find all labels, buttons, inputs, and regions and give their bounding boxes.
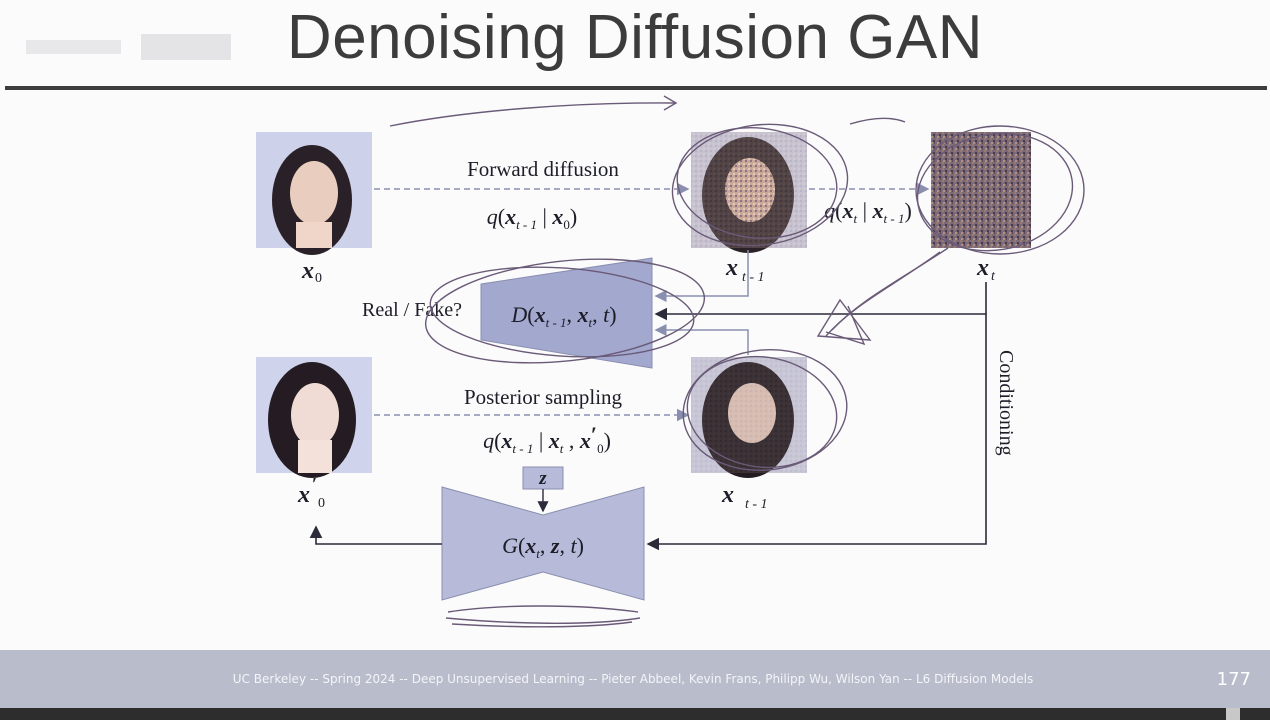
- forward-diffusion-label: Forward diffusion: [467, 157, 619, 181]
- page-title: Denoising Diffusion GAN: [286, 3, 984, 72]
- xt-minus-1-prime-label: x: [721, 482, 734, 508]
- generator-output-arrow: [309, 525, 442, 545]
- forward-q-formula-2: q(xt | xt - 1): [824, 198, 912, 226]
- image-x0: [256, 132, 372, 255]
- forward-q-formula: q(xt - 1 | x0): [487, 204, 578, 232]
- footer-text: UC Berkeley -- Spring 2024 -- Deep Unsup…: [232, 672, 1034, 686]
- x0-prime-label: x: [297, 482, 310, 508]
- xt-minus-1-label: x: [725, 255, 738, 281]
- conditioning-label: Conditioning: [995, 350, 1017, 456]
- diffusion-gan-diagram: x 0 x t - 1 x t x ′ 0: [256, 95, 1085, 628]
- pen-annotations: [389, 95, 1085, 628]
- generator-block: [441, 486, 645, 601]
- conditioning-arrow: [646, 314, 987, 551]
- z-label: z: [538, 468, 547, 489]
- generator-label: G(xt, z, t): [502, 533, 584, 561]
- discriminator-label: D(xt - 1, xt, t): [510, 302, 616, 330]
- footer: UC Berkeley -- Spring 2024 -- Deep Unsup…: [0, 650, 1270, 708]
- image-x0-prime: [256, 357, 372, 478]
- discriminator-block: [480, 257, 653, 369]
- image-xt-minus-1: [691, 132, 807, 253]
- real-fake-label: Real / Fake?: [362, 299, 462, 321]
- posterior-q-formula: q(xt - 1 | xt , x′0): [483, 422, 611, 456]
- svg-text:t - 1: t - 1: [745, 497, 768, 512]
- svg-text:t - 1: t - 1: [742, 270, 765, 285]
- slide-number: 177: [1216, 669, 1251, 690]
- xt-label: x: [976, 255, 989, 281]
- logo: [26, 34, 231, 60]
- xt-to-disc-arrow: [654, 282, 987, 321]
- image-xt-minus-1-prime: [691, 357, 807, 478]
- posterior-sampling-label: Posterior sampling: [464, 385, 623, 409]
- scroll-knob[interactable]: [1226, 708, 1240, 720]
- x0-subscript: 0: [315, 271, 322, 286]
- title-divider: [5, 86, 1267, 90]
- disc-input-top: [654, 250, 749, 302]
- image-xt: [931, 132, 1031, 248]
- svg-text:t: t: [991, 269, 996, 284]
- bottom-bar: [0, 708, 1270, 720]
- x0-label: x: [301, 258, 314, 284]
- disc-input-bottom: [654, 324, 749, 355]
- svg-text:′: ′: [312, 474, 317, 494]
- svg-text:0: 0: [318, 496, 325, 511]
